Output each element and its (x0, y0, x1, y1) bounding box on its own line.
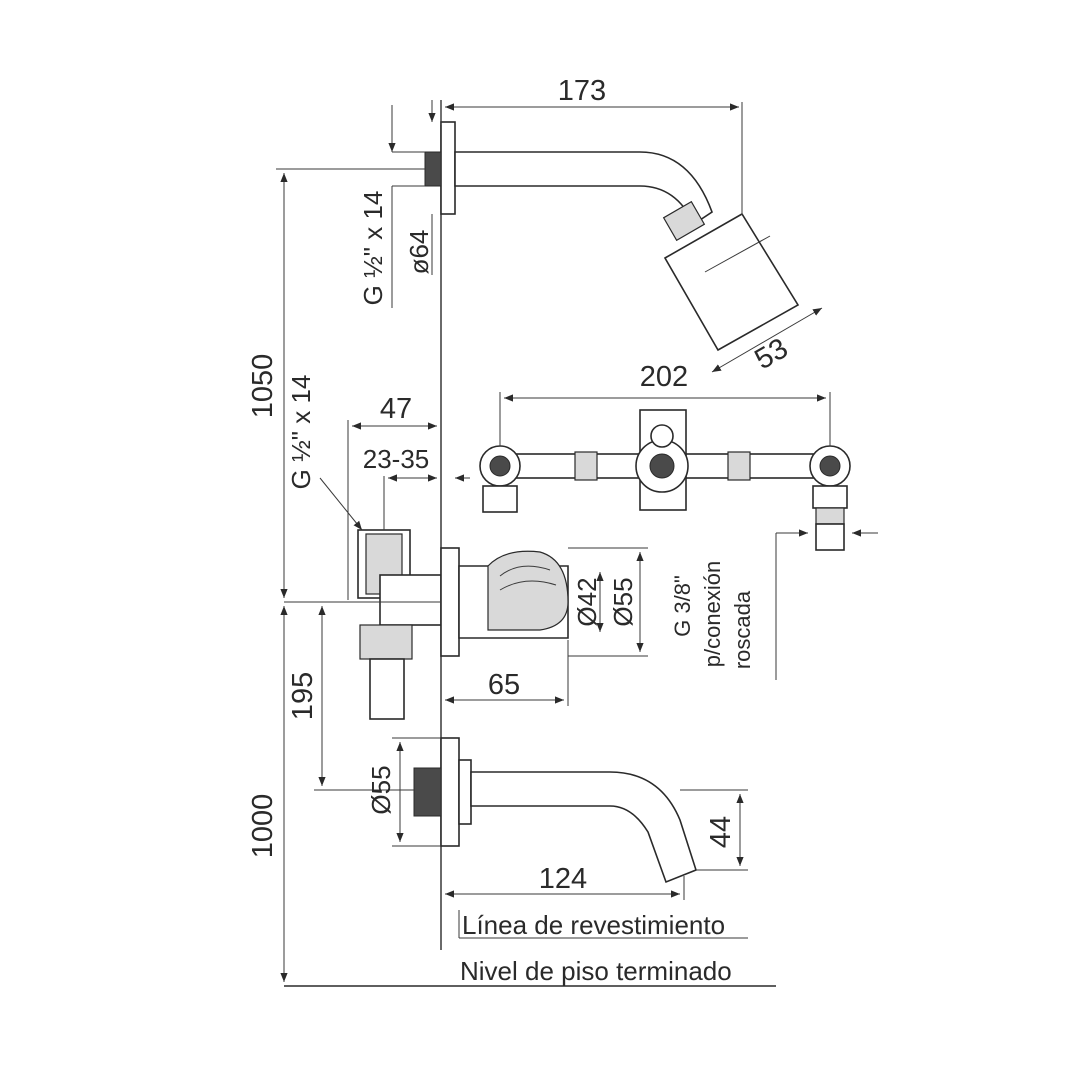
label-connection-line3: roscada (730, 590, 755, 669)
shower-thread (424, 151, 442, 187)
dim-handle-projection: 65 (445, 640, 569, 706)
dim-valve-thread: G ½" x 14 (286, 375, 363, 531)
dim-spout-offset: 195 (284, 601, 441, 791)
valve-plate (440, 547, 460, 657)
label-shower-thread: G ½" x 14 (358, 191, 388, 306)
spout-thread (413, 767, 442, 817)
label-floor-line: Nivel de piso terminado (460, 956, 732, 986)
label-202: 202 (640, 361, 688, 393)
label-valve-thread: G ½" x 14 (286, 375, 316, 490)
label-wall-line: Línea de revestimiento (462, 910, 725, 940)
dim-valve-adjust: 23-35 (363, 444, 437, 530)
spout-flange (440, 737, 460, 847)
label-124: 124 (539, 863, 587, 895)
label-173: 173 (558, 75, 606, 107)
label-1000: 1000 (247, 794, 279, 859)
valve-side-view (357, 529, 569, 720)
dim-connection: G 3/8" p/conexión roscada (670, 533, 878, 680)
dim-spout-length: 124 (445, 863, 685, 900)
label-handle-outer: Ø55 (608, 577, 638, 626)
mixer-front-view (479, 409, 851, 551)
dim-spout-flange: Ø55 (366, 737, 441, 847)
spout-assembly (413, 737, 697, 884)
label-spout-flange: Ø55 (366, 765, 396, 814)
dim-mixer-width: 202 (499, 361, 831, 446)
label-44: 44 (705, 816, 737, 848)
label-23-35: 23-35 (363, 444, 430, 474)
shower-arm-nut (662, 200, 706, 242)
label-handle-inner: Ø42 (572, 577, 602, 626)
dim-valve-depth: 47 (347, 393, 437, 600)
dim-shower-thread: G ½" x 14 (358, 105, 425, 308)
dim-shower-arm-length: 173 (440, 75, 743, 215)
valve-lower-nut (359, 624, 413, 660)
label-shower-flange: ø64 (404, 230, 434, 275)
dim-spout-height: 44 (680, 789, 748, 871)
label-connection-line1: G 3/8" (670, 575, 695, 637)
label-195: 195 (287, 672, 319, 720)
floor-line-label: Nivel de piso terminado (284, 956, 776, 987)
dim-shower-flange: ø64 (404, 100, 436, 275)
label-1050: 1050 (247, 354, 279, 419)
label-65: 65 (488, 669, 520, 701)
label-47: 47 (380, 393, 412, 425)
shower-flange (440, 121, 456, 215)
dim-handle-diameters: Ø42 Ø55 (568, 547, 648, 657)
label-connection-line2: p/conexión (700, 561, 725, 667)
dim-total-upper: 1050 (247, 168, 425, 598)
shower-arm (454, 151, 713, 226)
dim-total-lower: 1000 (247, 606, 288, 982)
wall-line-label: Línea de revestimiento (458, 910, 748, 940)
label-53: 53 (750, 332, 794, 376)
